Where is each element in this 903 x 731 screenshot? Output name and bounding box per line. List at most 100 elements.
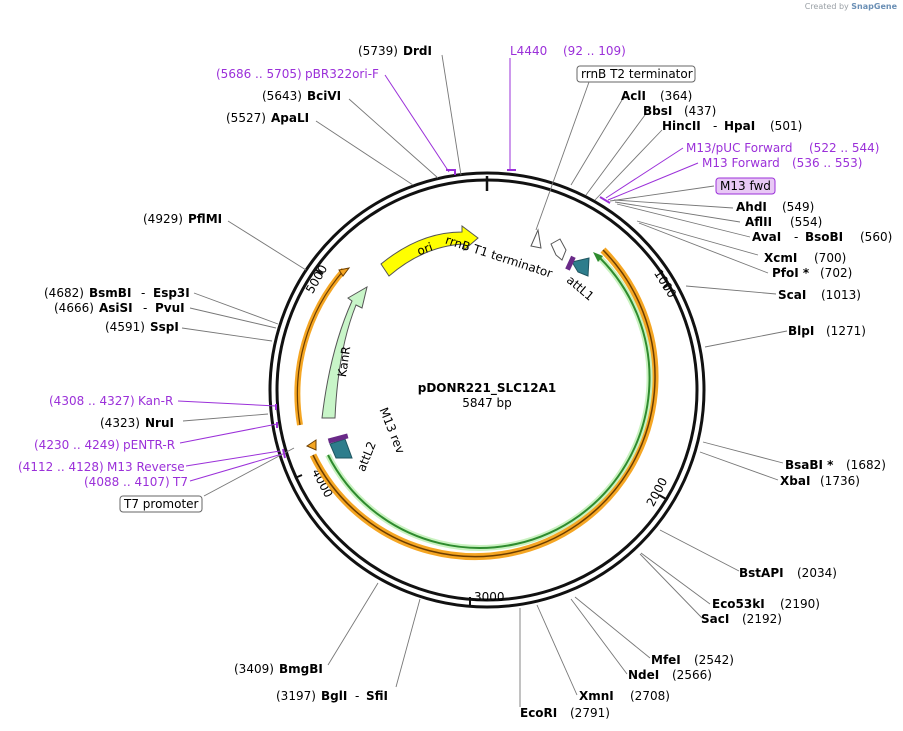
aflii-name: AflII — [745, 215, 772, 229]
t7-name: T7 — [172, 475, 188, 489]
feature-attl2[interactable]: attL2 M13 rev — [327, 405, 408, 474]
pentr-range: (4230 .. 4249) — [34, 438, 120, 452]
bbsi-name: BbsI — [643, 104, 672, 118]
ori-label: ori — [415, 240, 434, 258]
pflmi-name: PflMI — [188, 212, 222, 226]
t7-range: (4088 .. 4107) — [84, 475, 170, 489]
xbai-pos: (1736) — [820, 474, 860, 488]
bsmbi-sep: - — [141, 286, 145, 300]
esp3i-name: Esp3I — [153, 286, 190, 300]
nrui-pos: (4323) — [100, 416, 140, 430]
kanr-primer-range: (4308 .. 4327) — [49, 394, 135, 408]
pbr322-name: pBR322ori-F — [305, 67, 379, 81]
bbsi-pos: (437) — [684, 104, 716, 118]
plasmid-length: 5847 bp — [462, 396, 512, 410]
ahdi-pos: (549) — [782, 200, 814, 214]
eco53ki-name: Eco53kI — [712, 597, 765, 611]
acli-name: AclI — [621, 89, 646, 103]
feature-attl1[interactable]: attL1 — [564, 255, 597, 304]
xcmi-pos: (700) — [814, 251, 846, 265]
bstapi-pos: (2034) — [797, 566, 837, 580]
blpi-name: BlpI — [788, 324, 814, 338]
t7-promoter-label: T7 promoter — [123, 497, 199, 511]
attl2-label: attL2 — [354, 439, 379, 473]
xcmi-name: XcmI — [764, 251, 797, 265]
bsabi-pos: (1682) — [846, 458, 886, 472]
hincii-name: HincII — [662, 119, 701, 133]
sspi-pos: (4591) — [105, 320, 145, 334]
feature-kanr[interactable]: KanR — [321, 285, 368, 419]
bsmbi-pos: (4682) — [44, 286, 84, 300]
avai-pos: (560) — [860, 230, 892, 244]
hincii-pos: (501) — [770, 119, 802, 133]
kanr-label: KanR — [335, 345, 353, 378]
m13rev-label: M13 rev — [376, 405, 407, 455]
pbr322-range: (5686 .. 5705) — [216, 67, 302, 81]
m13r-range: (4112 .. 4128) — [18, 460, 104, 474]
bsobi-name: BsoBI — [805, 230, 843, 244]
pentr-name: pENTR-R — [123, 438, 175, 452]
bcivi-name: BciVI — [307, 89, 341, 103]
snapgene-logo-text: SnapGene — [851, 2, 897, 11]
plasmid-title: pDONR221_SLC12A1 — [418, 381, 557, 396]
drdi-pos: (5739) — [358, 44, 398, 58]
xbai-name: XbaI — [780, 474, 810, 488]
m13fwd-box[interactable]: M13 fwd — [715, 177, 776, 195]
avai-sep: - — [794, 230, 798, 244]
rrnb-t2-box[interactable]: rrnB T2 terminator — [576, 65, 696, 83]
kanr-primer-name: Kan-R — [138, 394, 173, 408]
asisi-sep: - — [143, 301, 147, 315]
scai-pos: (1013) — [821, 288, 861, 302]
t7-promoter-box[interactable]: T7 promoter — [119, 495, 203, 513]
backbone — [268, 171, 706, 609]
snapgene-credit: Created by SnapGene — [805, 2, 897, 11]
l4440-name: L4440 — [510, 44, 547, 58]
primer-marks — [275, 169, 611, 459]
rrnb-t2-label: rrnB T2 terminator — [581, 67, 693, 81]
asisi-name: AsiSI — [99, 301, 133, 315]
bmgbi-name: BmgBI — [279, 662, 323, 676]
hpai-name: HpaI — [724, 119, 755, 133]
ecori-pos: (2791) — [570, 706, 610, 720]
bgli-sep: - — [355, 689, 359, 703]
ndei-pos: (2566) — [672, 668, 712, 682]
tick-2000: 2000 — [644, 475, 671, 509]
mfei-name: MfeI — [651, 653, 681, 667]
ndei-name: NdeI — [628, 668, 659, 682]
apali-pos: (5527) — [226, 111, 266, 125]
m13puc-name: M13/pUC Forward — [686, 141, 793, 155]
feature-arcs — [294, 247, 659, 561]
saci-pos: (2192) — [742, 612, 782, 626]
saci-name: SacI — [701, 612, 729, 626]
pfoi-name: PfoI * — [772, 266, 810, 280]
sspi-name: SspI — [150, 320, 179, 334]
xmni-name: XmnI — [579, 689, 614, 703]
scai-name: ScaI — [778, 288, 806, 302]
m13f-name: M13 Forward — [702, 156, 780, 170]
m13fwd-label: M13 fwd — [720, 179, 771, 193]
bmgbi-pos: (3409) — [234, 662, 274, 676]
tick-3000: 3000 — [474, 590, 505, 604]
feature-rrnb-t1[interactable]: rrnB T1 terminator — [444, 228, 567, 281]
nrui-name: NruI — [145, 416, 174, 430]
bgli-pos: (3197) — [276, 689, 316, 703]
pvui-name: PvuI — [155, 301, 185, 315]
m13f-range: (536 .. 553) — [792, 156, 862, 170]
ecori-name: EcoRI — [520, 706, 557, 720]
avai-name: AvaI — [752, 230, 781, 244]
pfoi-pos: (702) — [820, 266, 852, 280]
m13r-name: M13 Reverse — [107, 460, 185, 474]
m13puc-range: (522 .. 544) — [809, 141, 879, 155]
bstapi-name: BstAPI — [739, 566, 784, 580]
ahdi-name: AhdI — [736, 200, 767, 214]
drdi-name: DrdI — [403, 44, 432, 58]
feature-ori[interactable]: ori — [380, 225, 479, 277]
aflii-pos: (554) — [790, 215, 822, 229]
mfei-pos: (2542) — [694, 653, 734, 667]
bcivi-pos: (5643) — [262, 89, 302, 103]
xmni-pos: (2708) — [630, 689, 670, 703]
sfii-name: SfiI — [366, 689, 388, 703]
bsmbi-name: BsmBI — [89, 286, 131, 300]
l4440-range: (92 .. 109) — [563, 44, 626, 58]
